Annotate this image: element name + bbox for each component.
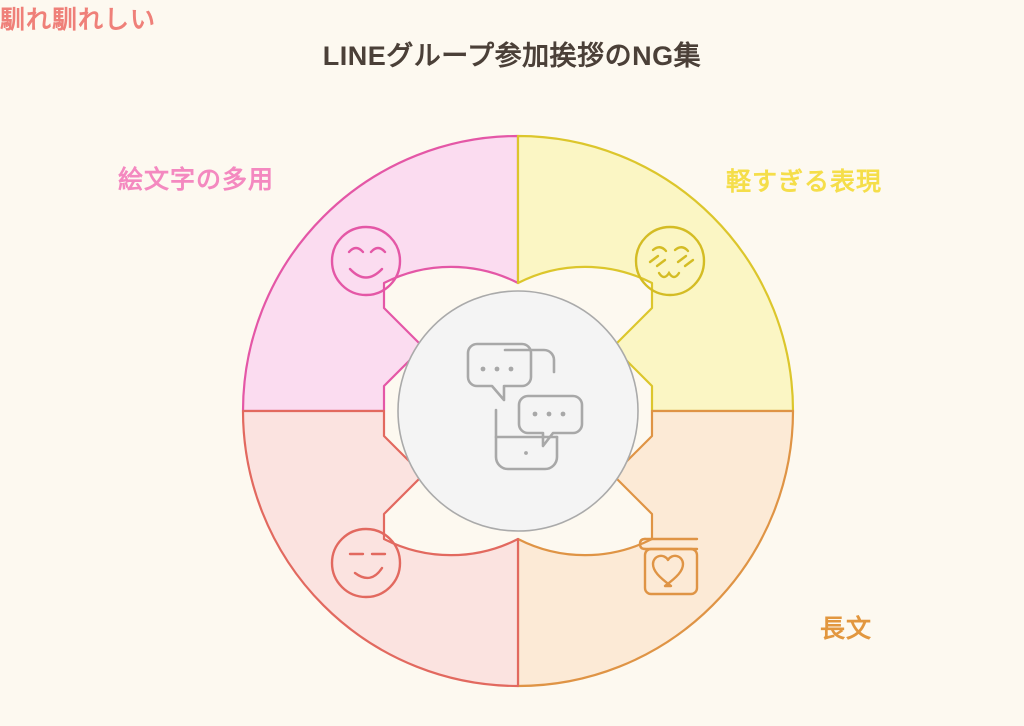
bashful-face-icon xyxy=(634,225,706,297)
segment-overfamiliar-wedge[interactable] xyxy=(241,409,520,688)
segment-label-emoji: 絵文字の多用 xyxy=(118,166,275,194)
segment-emoji[interactable] xyxy=(241,134,520,413)
center-hub xyxy=(397,290,639,532)
segment-label-light: 軽すぎる表現 xyxy=(726,168,883,196)
segment-label-overfamiliar: 馴れ馴れしい xyxy=(0,6,157,34)
segment-long[interactable] xyxy=(516,409,795,688)
segment-overfamiliar[interactable] xyxy=(241,409,520,688)
smartphone-chat-icon xyxy=(466,342,584,471)
page-title: LINEグループ参加挨拶のNG集 xyxy=(322,41,702,71)
segment-label-long: 長文 xyxy=(820,615,873,643)
segment-light[interactable] xyxy=(516,134,795,413)
heart-book-icon xyxy=(638,537,699,596)
smirking-face-icon xyxy=(330,527,402,599)
smiling-face-icon xyxy=(330,225,402,297)
segment-emoji-wedge[interactable] xyxy=(241,134,520,413)
segment-light-wedge[interactable] xyxy=(516,134,795,413)
